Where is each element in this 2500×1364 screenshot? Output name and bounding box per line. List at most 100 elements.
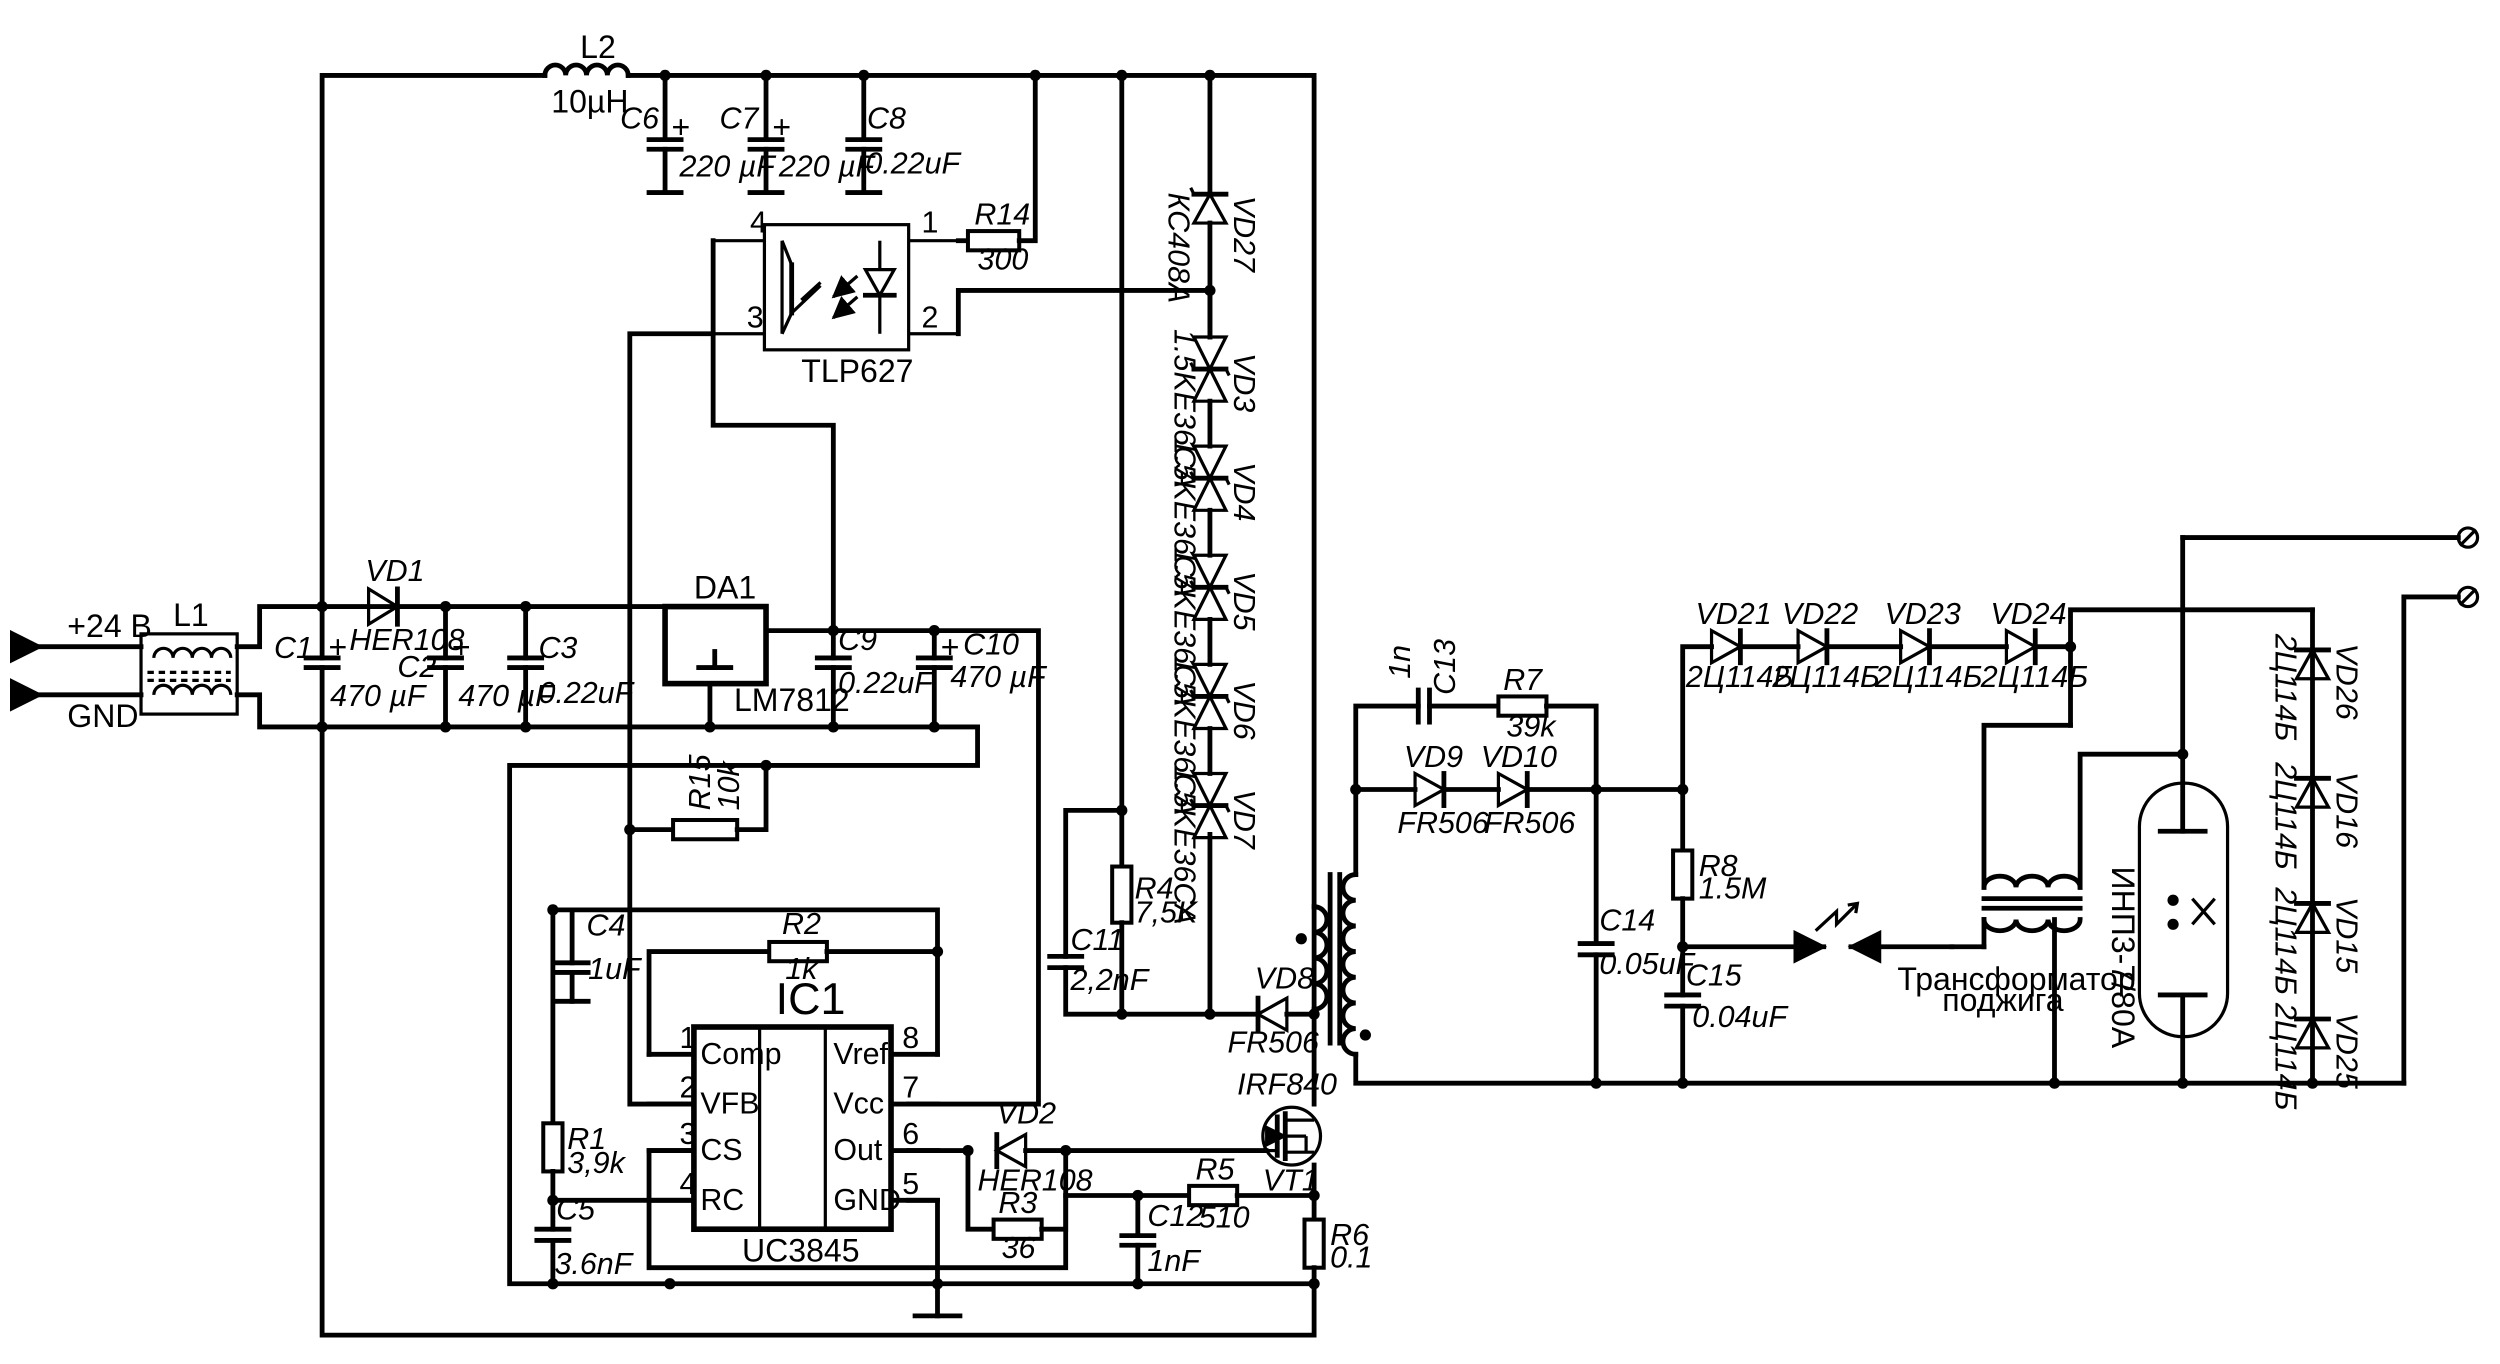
c10-ref: C10 [963, 628, 1019, 662]
resistor-r1: R1 3,9k [541, 1121, 627, 1232]
main-transformer [1295, 872, 1371, 1057]
capacitor-c6: + C6 220 µF [620, 73, 777, 195]
r8-ref: R8 [1699, 849, 1738, 883]
c10-value: 470 µF [950, 660, 1048, 694]
ic1-part: UC3845 [742, 1232, 860, 1268]
diode-ref: VD23 [1885, 597, 1961, 631]
diode-value: 2Ц114Б [1685, 660, 1793, 694]
output-terminal-bottom [2456, 585, 2480, 609]
da1-part: LM7812 [734, 682, 850, 718]
spark-gap [1680, 901, 1955, 964]
vd1-ref: VD1 [365, 554, 424, 588]
choke-l1-label: L1 [173, 597, 209, 633]
tvs-ref: VD4 [1227, 462, 1261, 521]
input-section: +24 В GND L1 VD1 HER108 + C1 4 [9, 554, 980, 734]
vd9-value: FR506 [1397, 806, 1488, 840]
opto-pin-2: 2 [921, 300, 938, 334]
capacitor-c7: + C7 220 µF [720, 73, 877, 195]
svg-text:+: + [671, 109, 690, 145]
choke-l1: L1 [139, 597, 239, 716]
ignition-transformer: Трансформатор поджига [1897, 873, 2136, 1018]
pin-name: Vref [833, 1037, 888, 1071]
pin-name: Out [833, 1133, 883, 1167]
da1-ref: DA1 [694, 570, 756, 606]
svg-text:+: + [329, 629, 348, 665]
capacitor-c13: 1n C13 [1383, 639, 1501, 725]
c14-ref: C14 [1599, 904, 1655, 938]
c13-value: 1n [1383, 645, 1417, 679]
c6-value: 220 µF [678, 149, 777, 183]
r2-ref: R2 [782, 907, 821, 941]
r7-value: 39k [1506, 710, 1557, 744]
vd27-ref: VD27 [1227, 196, 1261, 273]
capacitor-c5: C5 3.6nF [534, 1193, 635, 1287]
diode-ref: VD21 [1696, 597, 1772, 631]
c3-value: 0.22uF [538, 676, 635, 710]
lamp-label: ИНП3-7/80А [2105, 867, 2141, 1049]
capacitor-c10: + C10 470 µF [915, 628, 1048, 730]
flash-lamp: ИНП3-7/80А [2105, 535, 2230, 1086]
ign-transformer-line2: поджига [1942, 982, 2063, 1018]
diode-value: 2Ц114Б [2269, 886, 2303, 995]
r4-ref: R4 [1135, 872, 1174, 906]
svg-text:+: + [772, 109, 791, 145]
capacitor-c11: C11 2,2nF [1047, 807, 1213, 1017]
resistor-r2: R2 1k [767, 907, 829, 986]
pin-name: RC [700, 1183, 744, 1217]
diode-ref: VD16 [2330, 772, 2364, 848]
c5-ref: C5 [556, 1193, 596, 1227]
resistor-r8: R8 1.5M [1671, 848, 1767, 906]
diode-vd10: VD10 FR506 [1481, 740, 1576, 840]
diode-vd15: VD15 2Ц114Б [2269, 886, 2364, 995]
pin-number: 8 [902, 1021, 919, 1055]
pin-name: Comp [700, 1037, 781, 1071]
opto-part: TLP627 [801, 353, 913, 389]
pin-number: 5 [902, 1167, 919, 1201]
l2-value: 10µH [551, 83, 628, 119]
tvs-value: 1.5KE36CA [1168, 547, 1202, 706]
r15-value: 10k [712, 759, 746, 810]
r14-ref: R14 [974, 198, 1030, 232]
capacitor-c9: C9 0.22uF [814, 623, 935, 730]
vd8-ref: VD8 [1255, 961, 1314, 995]
vd9-ref: VD9 [1404, 740, 1463, 774]
zener-vd27: VD27 КС408А [1161, 73, 1261, 340]
capacitor-c14: C14 0.05uF [1577, 787, 1697, 1086]
diode-ref: VD15 [2330, 897, 2364, 974]
c7-value: 220 µF [778, 149, 877, 183]
tvs-chain: VD31.5KE36CAVD41.5KE36CAVD51.5KE36CAVD61… [1168, 288, 1261, 925]
input-gnd-label: GND [67, 698, 138, 734]
capacitor-c2: + C2 470 µF [397, 604, 556, 730]
c2-ref: C2 [397, 650, 436, 684]
c3-ref: C3 [538, 631, 577, 665]
opto-pin-4: 4 [750, 206, 767, 240]
diode-vd9: VD9 FR506 [1397, 740, 1488, 840]
diode-ref: VD22 [1782, 597, 1858, 631]
c7-ref: C7 [720, 101, 760, 135]
diode-ref: VD26 [2330, 643, 2364, 719]
c15-value: 0.04uF [1692, 1000, 1789, 1034]
c8-ref: C8 [867, 101, 906, 135]
r2-value: 1k [785, 952, 819, 986]
diode-vd2: VD2 HER108 [978, 1096, 1093, 1197]
resistor-r4: R4 7,5K [1110, 73, 1199, 1017]
capacitor-c15: C15 0.04uF [1664, 958, 1789, 1086]
pin-number: 1 [679, 1021, 696, 1055]
opto-pin-1: 1 [921, 206, 938, 240]
l2-ref: L2 [580, 29, 616, 65]
tvs-value: 1.5KE36CA [1168, 438, 1202, 597]
resistor-r3: R3 36 [991, 1186, 1044, 1265]
